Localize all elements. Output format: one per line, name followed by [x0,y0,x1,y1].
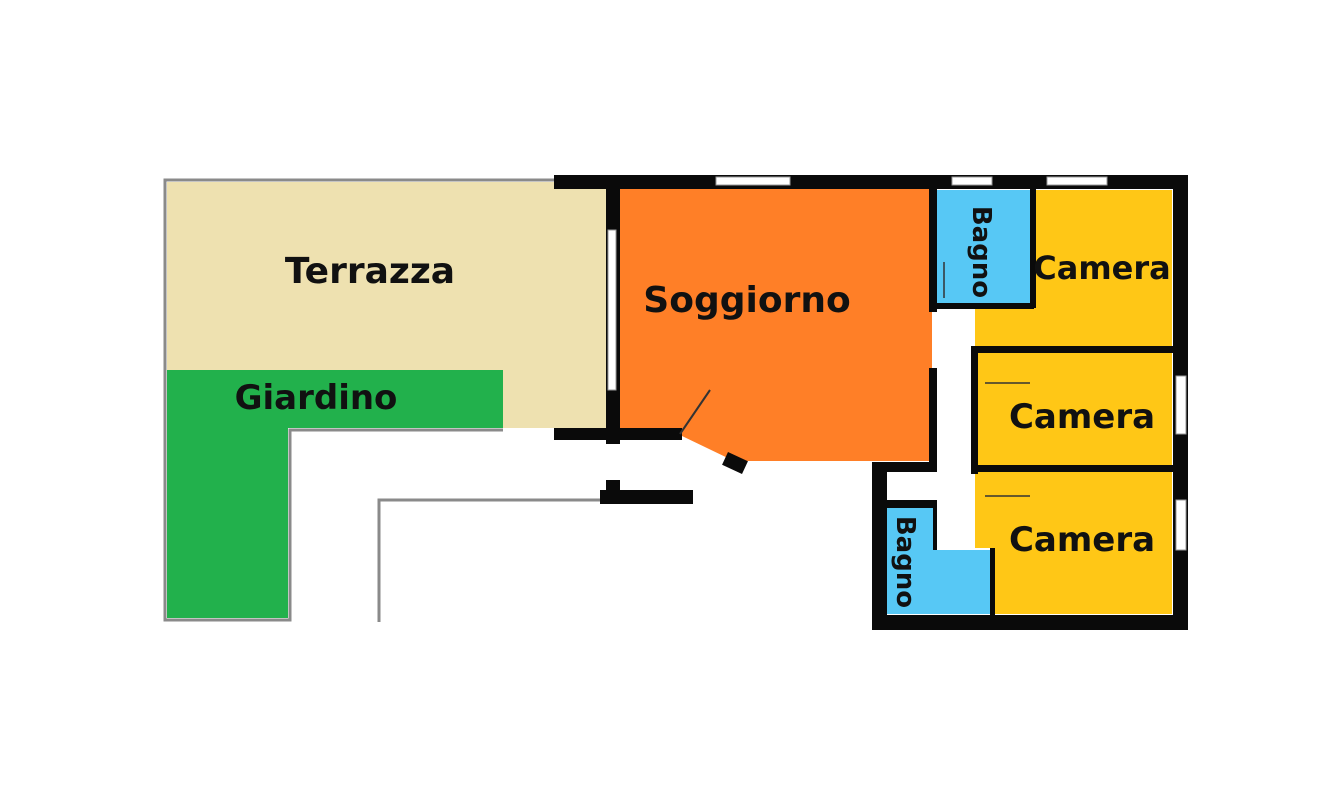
label-camera-2: Camera [1009,397,1155,437]
label-bagno-1: Bagno [966,206,996,298]
door-swing-line [679,389,711,435]
room-camera-3 [975,472,1172,614]
room-terrazza [167,182,606,428]
room-bagno-2 [887,508,990,614]
label-camera-1: Camera [1033,249,1171,287]
label-soggiorno: Soggiorno [643,280,850,321]
windows [607,176,1187,551]
room-giardino [167,370,503,618]
room-camera-2 [978,353,1172,465]
terrace-railing [163,178,554,622]
label-terrazza: Terrazza [285,251,455,292]
label-bagno-2: Bagno [890,516,920,608]
room-bagno-1 [936,190,1030,304]
lower-railing [377,498,605,622]
label-camera-3: Camera [1009,520,1155,560]
room-camera-1 [975,190,1172,346]
label-giardino: Giardino [235,378,398,418]
room-soggiorno [619,188,932,461]
